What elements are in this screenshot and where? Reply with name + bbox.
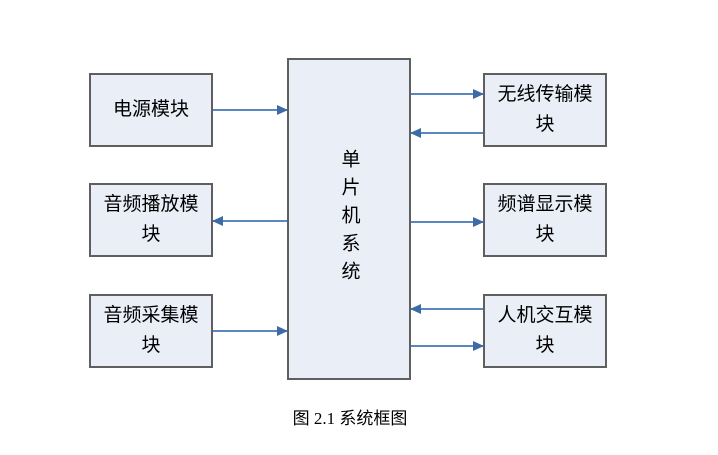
arrow-audio-capture-to-mcu [213, 330, 287, 332]
figure-caption: 图 2.1 系统框图 [292, 409, 408, 428]
node-wireless-transmission-module: 无线传输模块 [483, 73, 607, 147]
node-audio-capture-module: 音频采集模块 [89, 294, 213, 368]
node-spectrum-display-module: 频谱显示模块 [483, 183, 607, 257]
arrow-hmi-to-mcu [411, 308, 483, 310]
arrow-mcu-to-spectrum [411, 221, 483, 223]
arrow-mcu-to-wireless [411, 93, 483, 95]
node-label: 无线传输模块 [497, 84, 593, 135]
node-label: 电源模块 [112, 99, 189, 120]
node-label: 音频采集模块 [103, 305, 199, 356]
arrow-mcu-to-hmi [411, 345, 483, 347]
node-label: 频谱显示模块 [497, 194, 593, 245]
node-mcu-system: 单片机系统 [287, 58, 411, 380]
node-audio-playback-module: 音频播放模块 [89, 183, 213, 257]
node-label: 音频播放模块 [103, 194, 199, 245]
arrow-mcu-to-audio-playback [213, 220, 287, 222]
node-label: 人机交互模块 [497, 305, 593, 356]
node-label: 单片机系统 [338, 149, 360, 289]
node-power-module: 电源模块 [89, 73, 213, 147]
node-hmi-module: 人机交互模块 [483, 294, 607, 368]
arrow-power-to-mcu [213, 109, 287, 111]
arrow-wireless-to-mcu [411, 132, 483, 134]
